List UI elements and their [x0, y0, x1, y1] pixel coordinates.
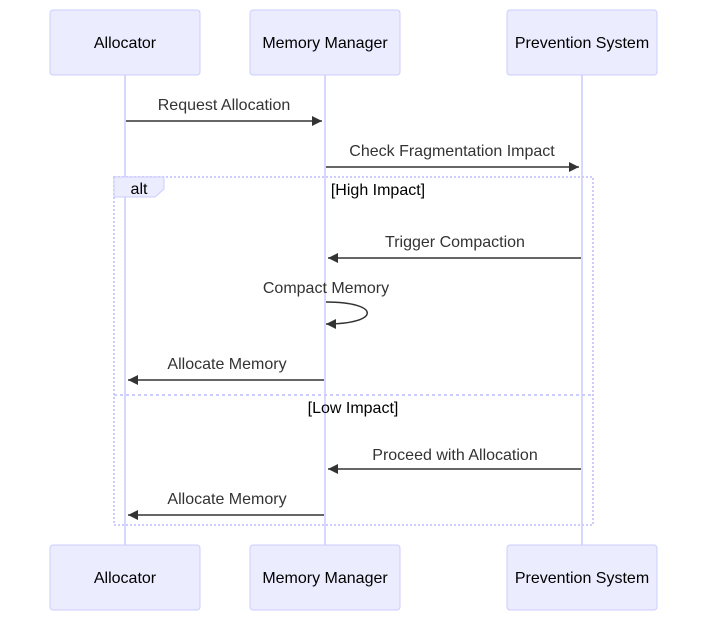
message-label: Request Allocation	[158, 97, 291, 114]
self-loop-arrow	[325, 301, 368, 329]
message-label: Trigger Compaction	[385, 234, 525, 251]
message-label: Allocate Memory	[167, 491, 286, 508]
message-proceed-allocation: Proceed with Allocation	[328, 447, 581, 474]
message-label: Proceed with Allocation	[372, 447, 537, 464]
actor-box	[49, 544, 201, 611]
message-label: Compact Memory	[263, 280, 389, 297]
actor-label-memory-manager: Memory Manager	[262, 570, 388, 587]
actor-label-memory-manager: Memory Manager	[262, 35, 388, 52]
alt-frame: alt [High Impact] [Low Impact]	[113, 176, 594, 526]
alt-frame-border	[113, 176, 594, 526]
actor-memory-manager-bottom: Memory Manager	[249, 544, 401, 611]
message-compact-memory: Compact Memory	[263, 280, 389, 329]
message-check-fragmentation: Check Fragmentation Impact	[326, 143, 579, 172]
actor-label-allocator: Allocator	[94, 35, 157, 52]
message-allocate-memory-low: Allocate Memory	[128, 491, 324, 520]
actor-label-allocator: Allocator	[94, 570, 157, 587]
message-trigger-compaction: Trigger Compaction	[328, 234, 581, 263]
alt-frame-tab	[113, 176, 165, 198]
message-request-allocation: Request Allocation	[126, 97, 322, 126]
actor-prevention-system-top: Prevention System	[506, 9, 658, 76]
actor-box	[506, 544, 658, 611]
actor-label-prevention-system: Prevention System	[515, 35, 649, 52]
message-allocate-memory-high: Allocate Memory	[128, 356, 324, 385]
actor-allocator-bottom: Allocator	[49, 544, 201, 611]
actor-allocator-top: Allocator	[49, 9, 201, 76]
alt-condition-low: [Low Impact]	[308, 400, 399, 417]
actor-label-prevention-system: Prevention System	[515, 570, 649, 587]
message-label: Allocate Memory	[167, 356, 286, 373]
actor-memory-manager-top: Memory Manager	[249, 9, 401, 76]
message-label: Check Fragmentation Impact	[349, 143, 555, 160]
actor-box	[49, 9, 201, 76]
actor-prevention-system-bottom: Prevention System	[506, 544, 658, 611]
actor-box	[506, 9, 658, 76]
alt-condition-high: [High Impact]	[331, 182, 425, 199]
actor-box	[249, 9, 401, 76]
actor-box	[249, 544, 401, 611]
alt-frame-keyword: alt	[131, 181, 148, 198]
